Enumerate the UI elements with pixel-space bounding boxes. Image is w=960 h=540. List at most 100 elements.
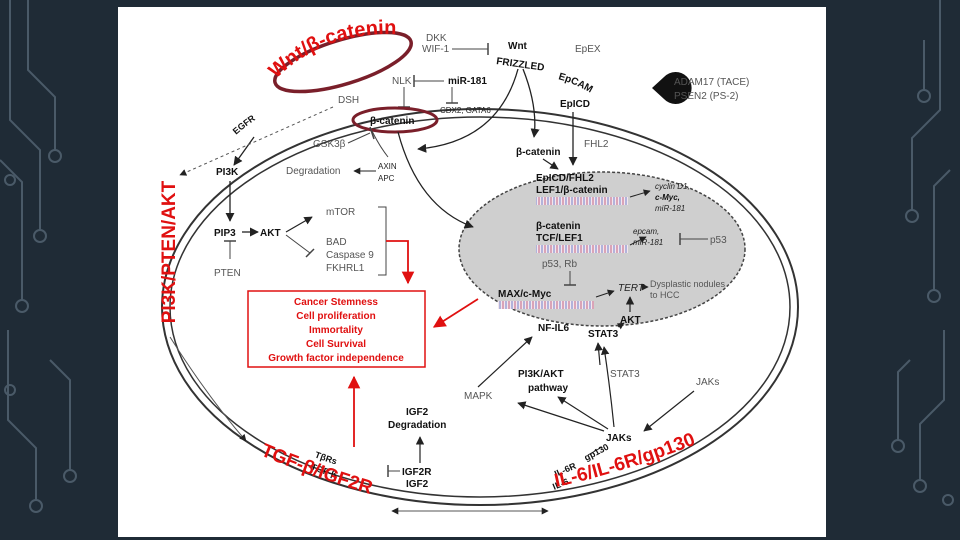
complex2-line2: TCF/LEF1 — [536, 233, 583, 244]
fhl2-label: FHL2 — [584, 139, 609, 150]
cdx2-gata6-label: CDX2, GATA6 — [440, 106, 491, 115]
akt-outcomes-arrow — [386, 240, 415, 285]
frizzled-label: FRIZZLED — [496, 56, 545, 74]
dna-strand-1 — [536, 197, 628, 205]
akt-nucleus-label: AKT — [620, 315, 641, 326]
pi3k-label: PI3K — [216, 167, 239, 178]
apc-label: APC — [378, 174, 395, 183]
dna-strand-3 — [498, 301, 594, 309]
dysplastic-line1: Dysplastic nodules — [650, 279, 726, 289]
igf2-degradation-line1: IGF2 — [406, 407, 429, 418]
targets1-line3: miR-181 — [655, 204, 685, 213]
adam17-eye-icon — [656, 75, 660, 79]
epicd-label: EpICD — [560, 99, 590, 110]
adam17-label: ADAM17 (TACE) — [674, 77, 749, 88]
psen2-label: PSEN2 (PS-2) — [674, 91, 738, 102]
mtor-label: mTOR — [326, 207, 355, 218]
igf2-label: IGF2 — [406, 479, 429, 490]
egfr-label: EGFR — [231, 113, 258, 137]
stat3-bold-label: STAT3 — [588, 329, 619, 340]
circuit-decoration-right — [891, 0, 954, 506]
p53-rb-label: p53, Rb — [542, 259, 577, 270]
cell-membrane-inner — [169, 116, 791, 498]
wnt-pathway-highlight — [273, 30, 413, 94]
complex1-line2: LEF1/β-catenin — [536, 185, 608, 196]
akt-bad-line — [285, 234, 311, 254]
p53-label: p53 — [710, 235, 727, 246]
adam17-pacman-icon — [652, 71, 692, 104]
jaks-label-right: JAKs — [696, 377, 719, 388]
myc-tert-arrow — [595, 289, 615, 298]
targets1-line2: c-Myc, — [655, 193, 680, 202]
bcat2-label: β-catenin — [516, 147, 560, 158]
complex2-line1: β-catenin — [536, 221, 580, 232]
il6r-jaks-line — [587, 446, 603, 456]
mapk-label: MAPK — [464, 391, 493, 402]
gsk3b-label: GSK3β — [313, 139, 346, 150]
wnt-to-bcat2-arrow — [522, 68, 540, 138]
jaks-mapk-arrow — [517, 401, 605, 432]
hcc-signaling-diagram: Wnt/β-catenin DKK WIF-1 Wnt FRIZZLED NLK… — [159, 17, 799, 515]
mir181-label: miR-181 — [448, 76, 487, 87]
pi3k-pathway-label: PI3K/PTEN/AKT — [159, 180, 180, 323]
wif1-label: WIF-1 — [422, 44, 450, 55]
akt-bad-bar — [305, 248, 315, 258]
outcome-4: Cell Survival — [306, 339, 366, 350]
igf2r-label: IGF2R — [402, 467, 432, 478]
complex1-line1: EpICD/FHL2 — [536, 173, 594, 184]
beta-catenin-label: β-catenin — [370, 116, 414, 127]
fkhrl1-label: FKHRL1 — [326, 263, 365, 274]
outcome-3: Immortality — [309, 325, 363, 336]
pi3kakt-line1: PI3K/AKT — [518, 369, 564, 380]
wnt-egfr-dashed-arrow — [179, 106, 334, 176]
bcat-degradation-line — [371, 130, 389, 158]
nlk-label: NLK — [392, 76, 412, 87]
gsk-inhibit-bar — [369, 126, 375, 140]
tgf-pathway-label: TGF-β/IGF2R — [258, 440, 375, 499]
nfil6-label: NF-IL6 — [538, 323, 570, 334]
akt-mtor-arrow — [285, 216, 313, 233]
tert-label: TERT — [618, 283, 645, 294]
targets1-line1: cyclin D1, — [655, 182, 690, 191]
jaks-label: JAKs — [606, 433, 632, 444]
pi3k-tgf-arrow — [169, 336, 247, 442]
jaks-pi3k-arrow — [557, 396, 609, 430]
stat3-label: STAT3 — [610, 369, 640, 380]
max-cmyc-label: MAX/c-Myc — [498, 289, 552, 300]
nucleus-outcomes-arrow — [432, 298, 479, 328]
dkk-label: DKK — [426, 33, 447, 44]
wnt-label: Wnt — [508, 41, 528, 52]
jaks-stat3-arrow — [600, 346, 615, 428]
akt-label: AKT — [260, 228, 281, 239]
stat3-arrow — [594, 342, 603, 366]
degradation-label: Degradation — [286, 166, 340, 177]
epex-label: EpEX — [575, 44, 601, 55]
dysplastic-line2: to HCC — [650, 290, 680, 300]
bcat2-arrow — [542, 158, 559, 170]
jaks-arrow-right — [643, 390, 695, 432]
bad-label: BAD — [326, 237, 347, 248]
pi3kakt-line2: pathway — [528, 383, 568, 394]
complex2-target-arrow — [629, 236, 647, 246]
bcat-to-nucleus-arrow — [397, 131, 474, 229]
igf2-degradation-line2: Degradation — [388, 420, 446, 431]
egfr-pi3k-arrow — [233, 136, 255, 166]
caspase9-label: Caspase 9 — [326, 250, 374, 261]
targets2-line1: epcam, — [633, 227, 659, 236]
beta-catenin-highlight — [351, 106, 439, 134]
targets2-line2: miR-181 — [633, 238, 663, 247]
outcome-2: Cell proliferation — [296, 311, 375, 322]
pip3-label: PIP3 — [214, 228, 236, 239]
outcome-5: Growth factor independence — [268, 353, 404, 364]
outcomes-box — [247, 290, 426, 368]
mapk-nfil6-arrow — [477, 336, 533, 388]
pten-label: PTEN — [214, 268, 241, 279]
outcome-1: Cancer Stemness — [294, 297, 378, 308]
wnt-to-bcat-arrow — [417, 68, 519, 153]
akt-targets-bracket — [378, 206, 387, 276]
gsk-inhibit-line — [347, 132, 371, 144]
circuit-decoration-left — [0, 0, 77, 513]
dsh-label: DSH — [338, 95, 359, 106]
complex1-target-arrow — [629, 189, 651, 198]
dna-strand-2 — [536, 245, 628, 253]
